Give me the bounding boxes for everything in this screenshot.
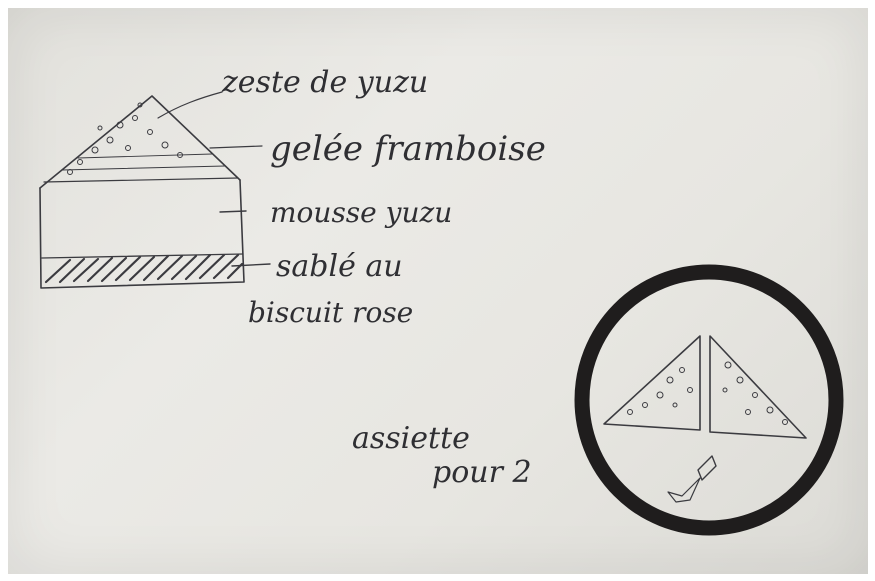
plate-speckles-left bbox=[628, 368, 693, 415]
label-jelly: gelée framboise bbox=[270, 129, 546, 169]
sable-hatching bbox=[46, 255, 242, 282]
label-plate-line2: pour 2 bbox=[432, 455, 532, 490]
label-plate-line1: assiette bbox=[352, 421, 470, 456]
plate-garnish bbox=[698, 456, 716, 480]
plate-slice-left bbox=[604, 336, 700, 430]
plate-speckles-right bbox=[723, 362, 788, 425]
jelly-leader bbox=[210, 146, 262, 148]
sketch-drawing: zeste de yuzu gelée framboise mousse yuz… bbox=[8, 8, 868, 574]
label-zest: zeste de yuzu bbox=[221, 65, 428, 100]
label-sable: sablé au bbox=[276, 249, 403, 284]
label-biscuit: biscuit rose bbox=[248, 296, 413, 329]
plate-rim bbox=[582, 272, 836, 528]
cake-slice-sketch bbox=[40, 92, 270, 288]
jelly-layer-line bbox=[44, 178, 238, 182]
plate-slice-right bbox=[710, 336, 806, 438]
mousse-leader bbox=[220, 211, 246, 212]
plate-sketch bbox=[582, 272, 836, 528]
sable-leader bbox=[232, 264, 270, 266]
zest-leader bbox=[158, 92, 222, 118]
label-mousse: mousse yuzu bbox=[270, 196, 452, 229]
sketch-paper: zeste de yuzu gelée framboise mousse yuz… bbox=[8, 8, 868, 574]
